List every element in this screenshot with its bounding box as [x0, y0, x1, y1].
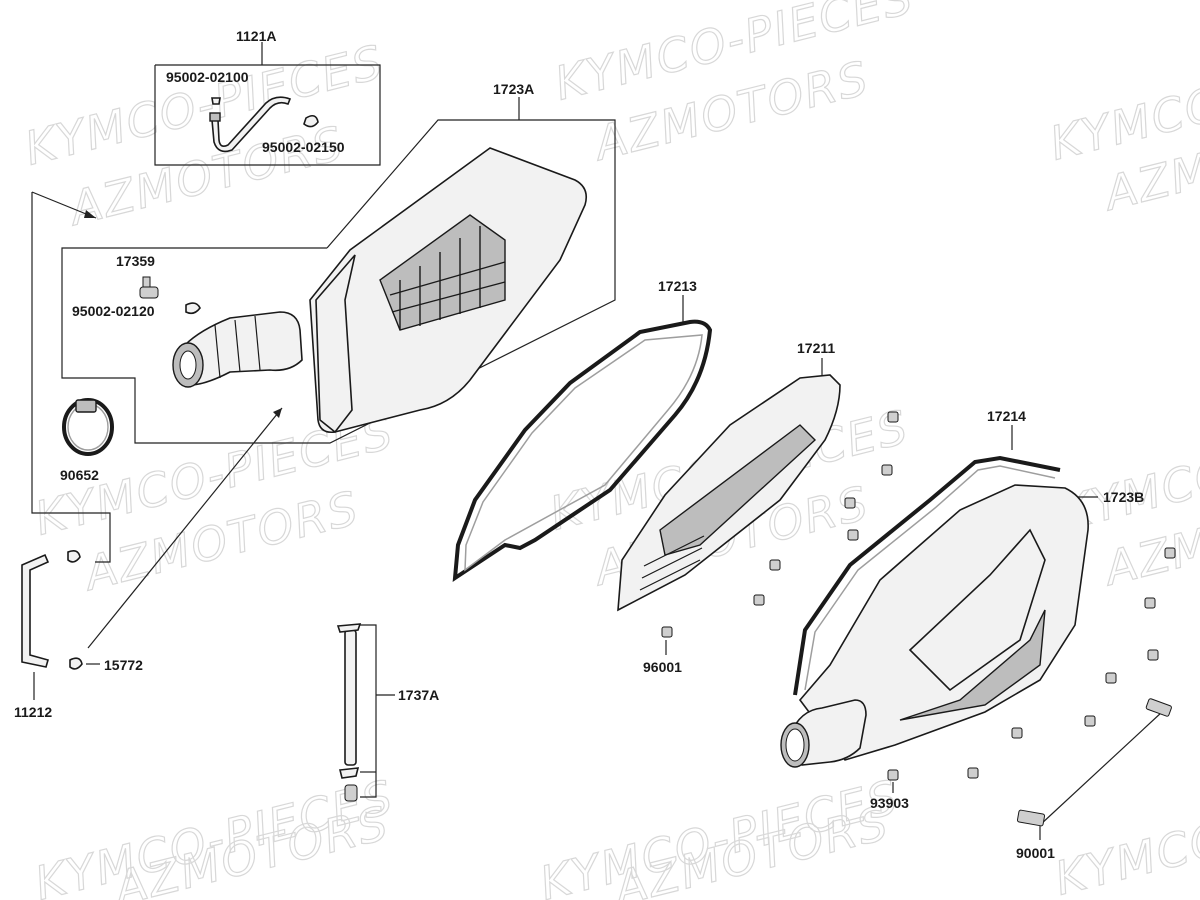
screw-icon	[769, 559, 781, 571]
part-label-93903: 93903	[870, 795, 909, 811]
screw-icon	[967, 767, 979, 779]
clamp-icon	[211, 97, 221, 105]
bolt-icon	[1016, 809, 1046, 827]
leader-lines	[31, 42, 1163, 840]
hose-clamp-part	[62, 398, 114, 456]
part-label-90652: 90652	[60, 467, 99, 483]
screw-icon	[1105, 672, 1117, 684]
air-cleaner-case-part	[172, 147, 588, 434]
part-label-1723A: 1723A	[493, 81, 534, 97]
part-label-1723B: 1723B	[1103, 489, 1144, 505]
air-cleaner-cover-part	[780, 484, 1089, 768]
clip-icon	[339, 767, 360, 779]
drain-tube-part	[21, 550, 83, 670]
clamp-icon	[209, 112, 221, 122]
screw-17359-part	[139, 276, 159, 299]
part-label-95002-02120: 95002-02120	[72, 303, 155, 319]
breather-hose-part	[209, 96, 319, 153]
clamp-icon	[303, 114, 319, 128]
part-label-96001: 96001	[643, 659, 682, 675]
part-label-95002-02150: 95002-02150	[262, 139, 345, 155]
part-labels: 1121A 95002-02100 95002-02150 1723A 1735…	[14, 28, 1144, 861]
watermark-text: KYMCO-PIECES	[1050, 764, 1200, 900]
part-label-1737A: 1737A	[398, 687, 439, 703]
screw-icon	[661, 626, 673, 638]
part-label-1121A: 1121A	[236, 28, 276, 44]
screw-icon	[847, 529, 859, 541]
screw-icon	[1084, 715, 1096, 727]
screw-icon	[881, 464, 893, 476]
part-label-95002-02100: 95002-02100	[166, 69, 249, 85]
gasket-17213-part	[452, 319, 713, 582]
clip-icon	[336, 623, 362, 633]
part-label-11212: 11212	[14, 704, 52, 720]
part-label-17213: 17213	[658, 278, 697, 294]
screw-icon	[753, 594, 765, 606]
screw-icon	[1011, 727, 1023, 739]
part-label-17211: 17211	[797, 340, 835, 356]
clip-icon	[185, 302, 201, 315]
small-screws	[661, 411, 1176, 827]
screw-icon	[1164, 547, 1176, 559]
screw-icon	[887, 411, 899, 423]
cap-icon	[344, 784, 358, 802]
gasket-17214-part	[793, 455, 1061, 696]
watermarks: KYMCO-PIECES AZMOTORS KYMCO-PIECES AZMOT…	[19, 0, 1200, 900]
screw-icon	[887, 769, 899, 781]
clip-icon	[69, 657, 83, 670]
screw-icon	[1147, 649, 1159, 661]
part-label-17214: 17214	[987, 408, 1026, 424]
screw-icon	[844, 497, 856, 509]
part-label-17359: 17359	[116, 253, 155, 269]
filter-element-part	[617, 374, 841, 612]
part-label-15772: 15772	[104, 657, 143, 673]
bolt-icon	[1145, 698, 1172, 717]
part-label-90001: 90001	[1016, 845, 1055, 861]
long-tube-part	[336, 623, 362, 802]
clip-icon	[67, 550, 81, 563]
screw-icon	[1144, 597, 1156, 609]
